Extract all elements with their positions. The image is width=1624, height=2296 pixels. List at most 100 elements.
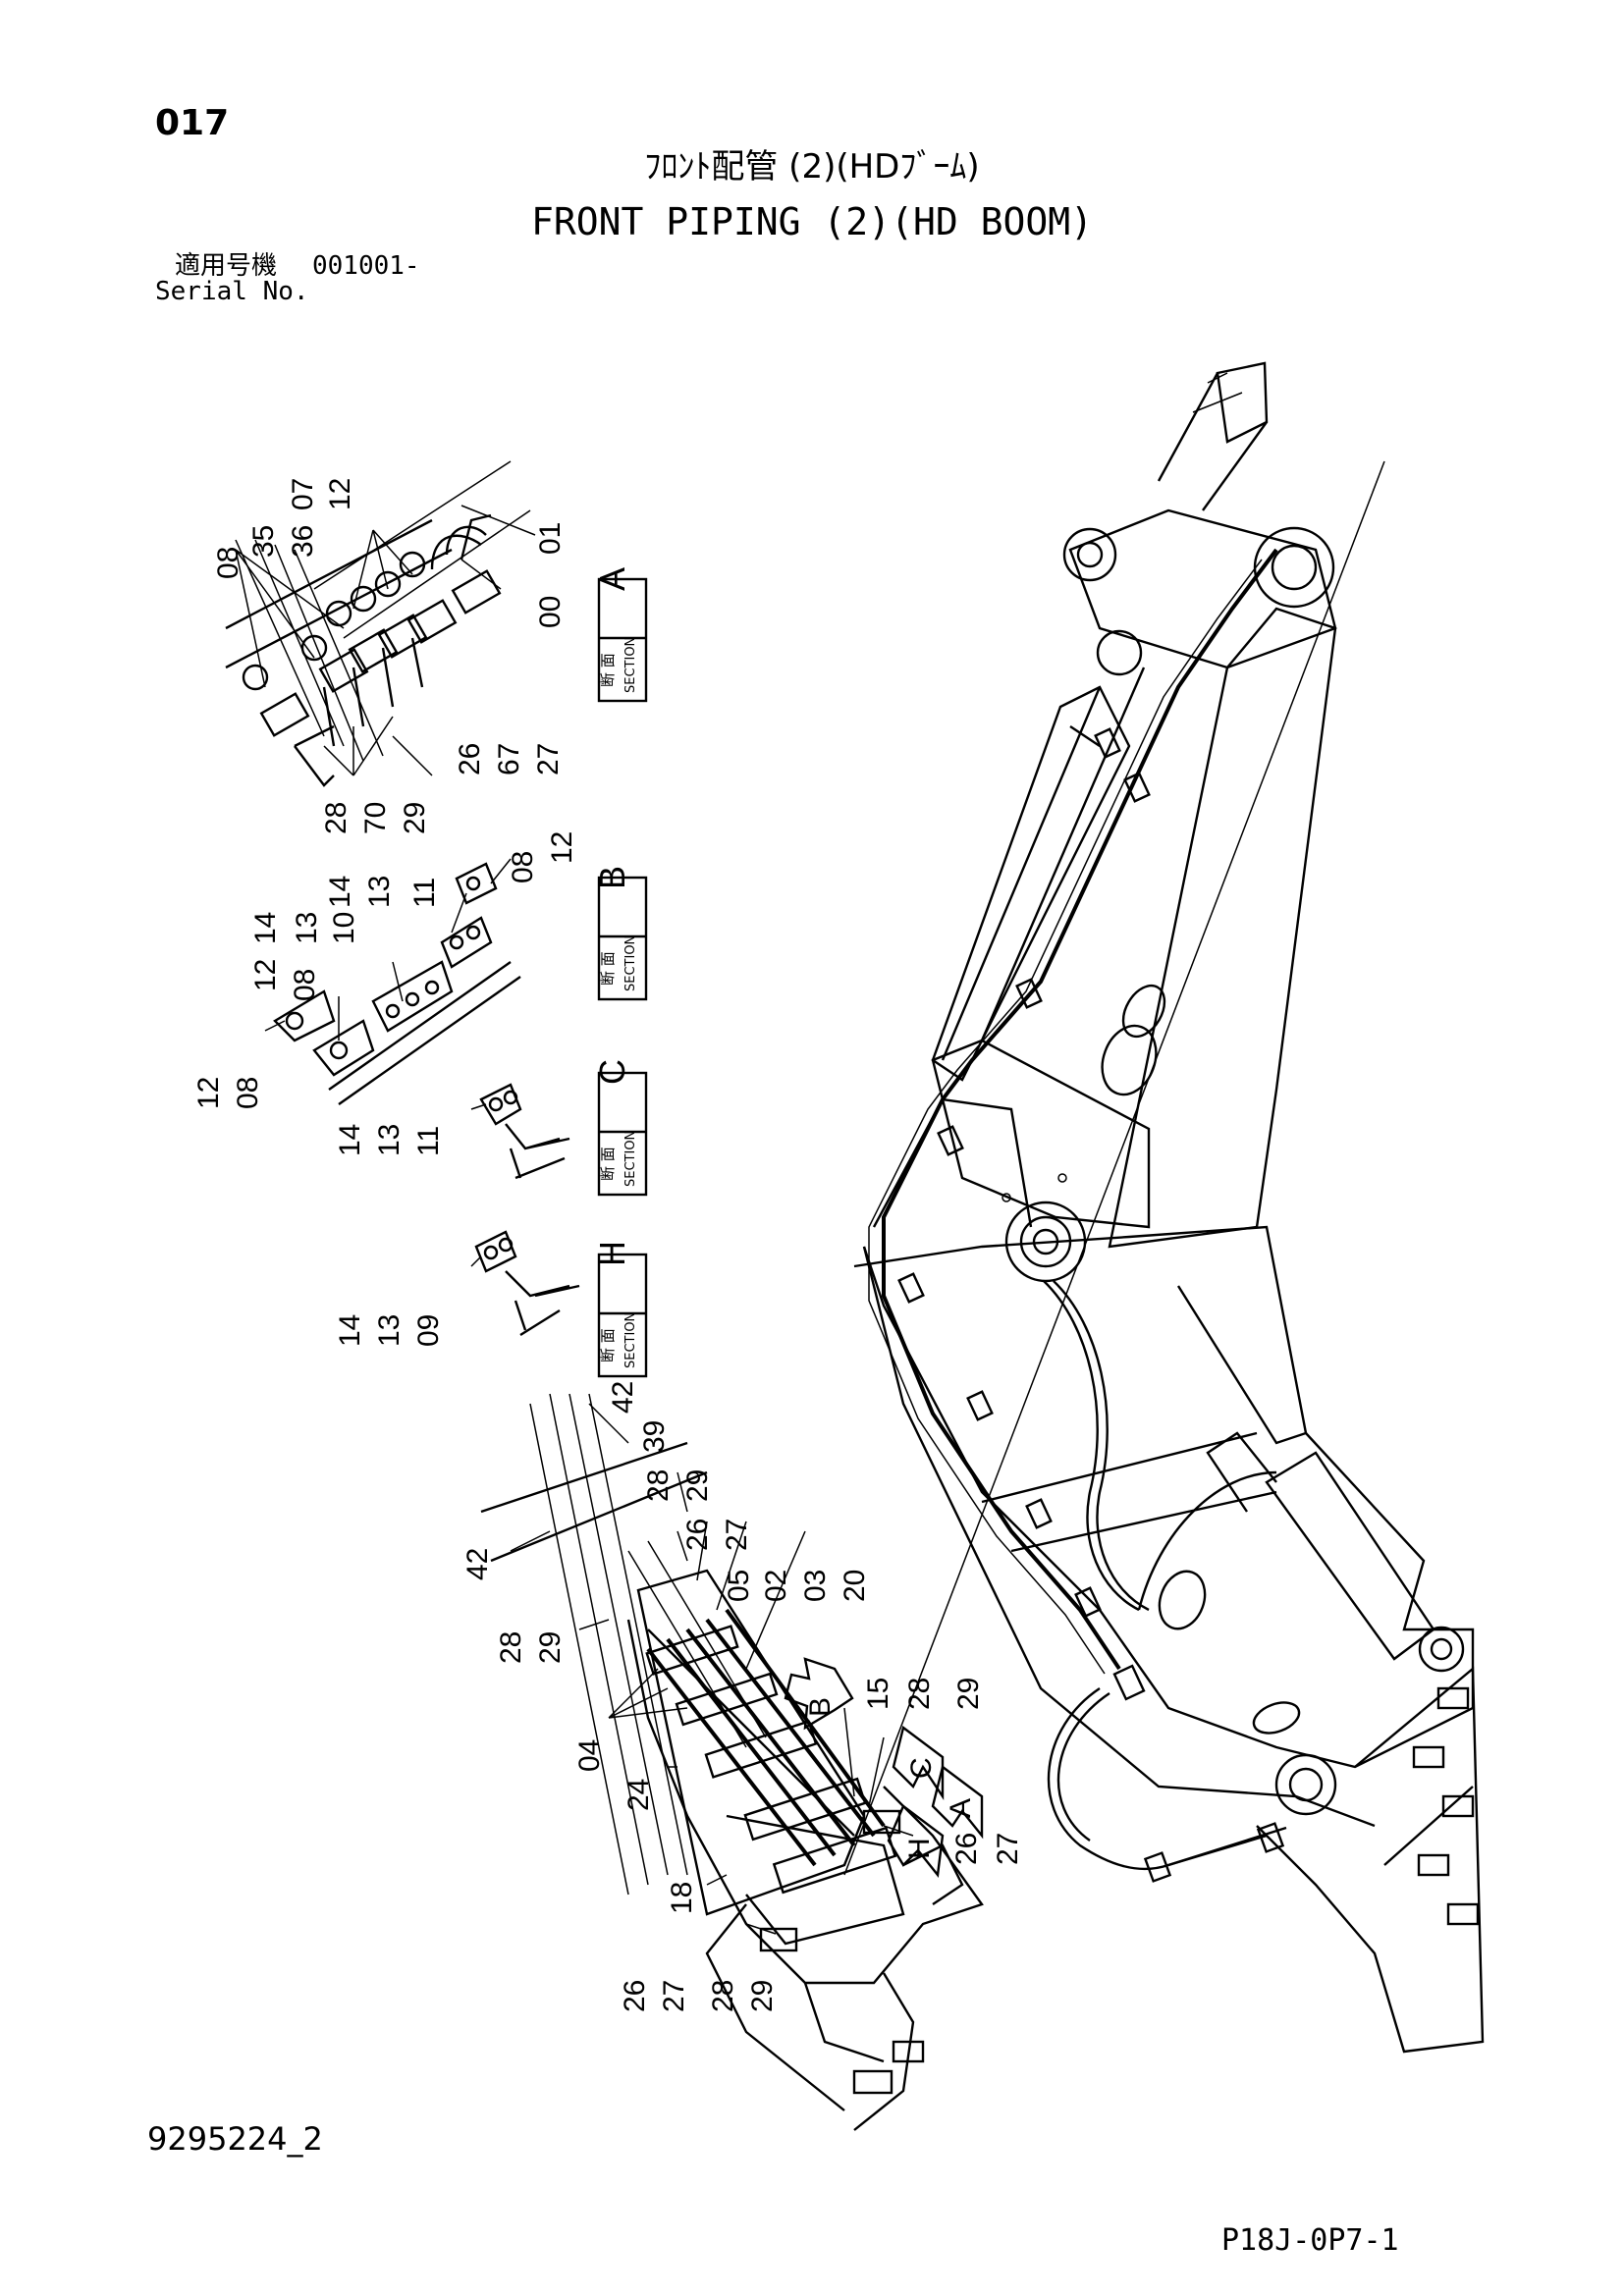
title-japanese: ﾌﾛﾝﾄ配管 (2)(HDﾌﾞｰﾑ) (644, 147, 980, 187)
part-label: 26 (950, 1833, 983, 1865)
part-labels-section-b: 14 13 11 08 12 12 14 13 10 08 12 08 (192, 831, 578, 1109)
view-arrow-letters: B C A H (804, 1697, 977, 1859)
part-label: 12 (324, 478, 356, 510)
part-label: 14 (334, 1314, 366, 1347)
section-h-word: SECTION (623, 1312, 638, 1368)
part-label: 14 (249, 912, 282, 944)
part-label: 08 (232, 1077, 264, 1109)
part-label: 42 (607, 1381, 639, 1414)
section-b-detail (273, 862, 521, 1105)
part-label: 24 (623, 1779, 655, 1811)
part-label: 13 (291, 912, 323, 944)
page-number: 017 (155, 103, 230, 143)
part-label: 08 (212, 547, 244, 579)
section-box-b: B 断 面 SECTION (592, 866, 648, 1001)
part-label: 11 (408, 878, 441, 908)
part-label: 28 (707, 1980, 739, 2012)
section-a-letter: A (592, 567, 632, 591)
part-label: 27 (721, 1519, 753, 1551)
part-label: 08 (507, 851, 539, 883)
section-c-letter: C (592, 1059, 632, 1085)
part-label: 01 (534, 522, 567, 555)
section-c-detail (479, 1083, 570, 1180)
part-label: 29 (399, 802, 431, 834)
part-label: 14 (324, 876, 356, 908)
part-label: 29 (681, 1469, 714, 1502)
part-label: 00 (534, 596, 567, 628)
part-label: 03 (799, 1570, 832, 1602)
part-label: 27 (532, 743, 565, 775)
view-arrow-a-shape (931, 1764, 984, 1840)
serial-label-english: Serial No. (155, 277, 309, 306)
part-label: 26 (619, 1980, 651, 2012)
boom-foot-detail (480, 1393, 984, 2131)
view-arrow-b-shape (784, 1657, 854, 1731)
part-label: 13 (373, 1314, 406, 1347)
part-label: 10 (328, 912, 360, 944)
part-label: 14 (334, 1124, 366, 1156)
section-box-h: H 断 面 SECTION (592, 1241, 648, 1378)
part-label: 05 (723, 1570, 755, 1602)
part-label: 29 (952, 1678, 985, 1710)
document-number: 9295224_2 (147, 2120, 323, 2158)
leader-lines (235, 505, 914, 1935)
serial-value: 001001- (312, 251, 420, 281)
boom-assembly (843, 361, 1485, 2054)
section-h-kanji: 断 面 (599, 1328, 617, 1362)
part-label: 27 (658, 1980, 690, 2012)
view-arrow-h: H (903, 1838, 936, 1859)
part-label: 04 (573, 1739, 606, 1772)
part-label: 13 (373, 1124, 406, 1156)
part-label: 15 (862, 1678, 894, 1710)
title-english: FRONT PIPING (2)(HD BOOM) (531, 200, 1093, 243)
part-label: 39 (638, 1420, 671, 1453)
part-labels-section-c: 14 13 11 (334, 1124, 445, 1156)
part-label: 12 (192, 1077, 225, 1109)
part-label: 67 (493, 743, 525, 775)
part-label: 28 (495, 1631, 527, 1664)
section-box-a: A 断 面 SECTION (592, 567, 648, 703)
part-label: 29 (746, 1980, 779, 2012)
part-label: 12 (249, 959, 282, 991)
part-labels-section-a: 08 35 36 07 12 00 01 26 67 27 28 70 29 (212, 478, 567, 834)
view-arrow-c: C (905, 1757, 938, 1779)
view-arrow-c-shape (892, 1725, 945, 1800)
section-b-letter: B (592, 866, 632, 889)
part-label: 20 (839, 1570, 871, 1602)
part-label: 35 (247, 525, 280, 558)
part-label: 42 (461, 1548, 494, 1580)
section-h-letter: H (592, 1241, 632, 1266)
part-labels-section-h: 14 13 09 (334, 1314, 445, 1347)
part-label: 27 (992, 1833, 1024, 1865)
serial-label-japanese: 適用号機 (175, 251, 278, 281)
part-label: 36 (287, 525, 319, 558)
section-a-detail (225, 460, 531, 787)
part-label: 29 (534, 1631, 567, 1664)
part-label: 28 (903, 1678, 936, 1710)
section-a-kanji: 断 面 (599, 653, 617, 687)
section-h-detail (474, 1230, 580, 1337)
part-label: 70 (359, 802, 392, 834)
section-c-word: SECTION (623, 1131, 638, 1187)
part-label: 09 (412, 1314, 445, 1347)
part-label: 07 (287, 478, 319, 510)
section-b-word: SECTION (623, 935, 638, 991)
view-arrow-b: B (804, 1697, 837, 1717)
part-label: 28 (320, 802, 352, 834)
part-label: 18 (666, 1882, 698, 1914)
part-labels-main: 42 39 28 29 26 27 05 02 03 20 42 28 29 1… (461, 1381, 1024, 2012)
section-a-word: SECTION (623, 637, 638, 693)
view-arrow-h-shape (887, 1804, 945, 1878)
section-b-kanji: 断 面 (599, 951, 617, 986)
drawing-code: P18J-0P7-1 (1221, 2223, 1399, 2258)
part-label: 28 (642, 1469, 675, 1502)
part-label: 08 (289, 969, 321, 1001)
part-label: 11 (412, 1126, 445, 1156)
part-label: 26 (454, 743, 486, 775)
part-label: 13 (363, 876, 396, 908)
part-label: 26 (681, 1519, 714, 1551)
part-label: 02 (760, 1570, 792, 1602)
section-c-kanji: 断 面 (599, 1147, 617, 1181)
section-box-c: C 断 面 SECTION (592, 1059, 648, 1197)
